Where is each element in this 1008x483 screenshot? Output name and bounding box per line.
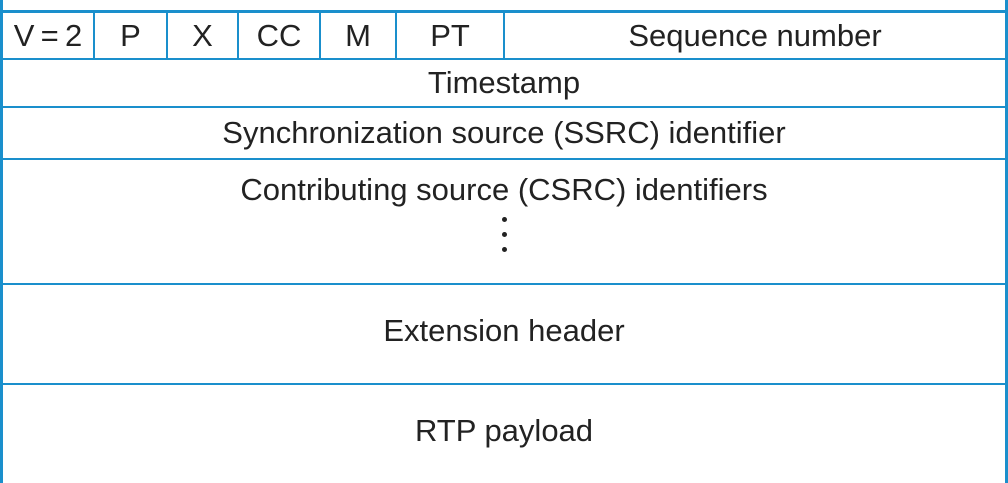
marker-label: M (345, 17, 371, 53)
marker-field: M (321, 13, 397, 58)
padding-field: P (95, 13, 168, 58)
extension-header-row: Extension header (3, 283, 1005, 383)
payload-type-label: PT (430, 17, 470, 53)
payload-type-field: PT (397, 13, 505, 58)
csrc-row: Contributing source (CSRC) identifiers (3, 158, 1005, 283)
extension-field: X (168, 13, 239, 58)
csrc-label: Contributing source (CSRC) identifiers (240, 172, 768, 207)
header-fields-row: V = 2 P X CC M PT Sequence number (3, 10, 1005, 58)
timestamp-label: Timestamp (427, 65, 581, 100)
sequence-number-label: Sequence number (628, 17, 882, 53)
sequence-number-field: Sequence number (505, 13, 1005, 58)
extension-header-label: Extension header (383, 313, 625, 348)
timestamp-row: Timestamp (3, 58, 1005, 106)
ssrc-label: Synchronization source (SSRC) identifier (222, 115, 786, 150)
csrc-count-field: CC (239, 13, 321, 58)
rtp-payload-row: RTP payload (3, 383, 1005, 483)
csrc-count-label: CC (256, 17, 302, 53)
ssrc-row: Synchronization source (SSRC) identifier (3, 106, 1005, 158)
version-field: V = 2 (3, 13, 95, 58)
rtp-payload-label: RTP payload (414, 413, 594, 448)
extension-label: X (192, 17, 213, 53)
vertical-ellipsis-icon (501, 212, 507, 257)
version-label: V = 2 (13, 17, 83, 53)
padding-label: P (120, 17, 141, 53)
